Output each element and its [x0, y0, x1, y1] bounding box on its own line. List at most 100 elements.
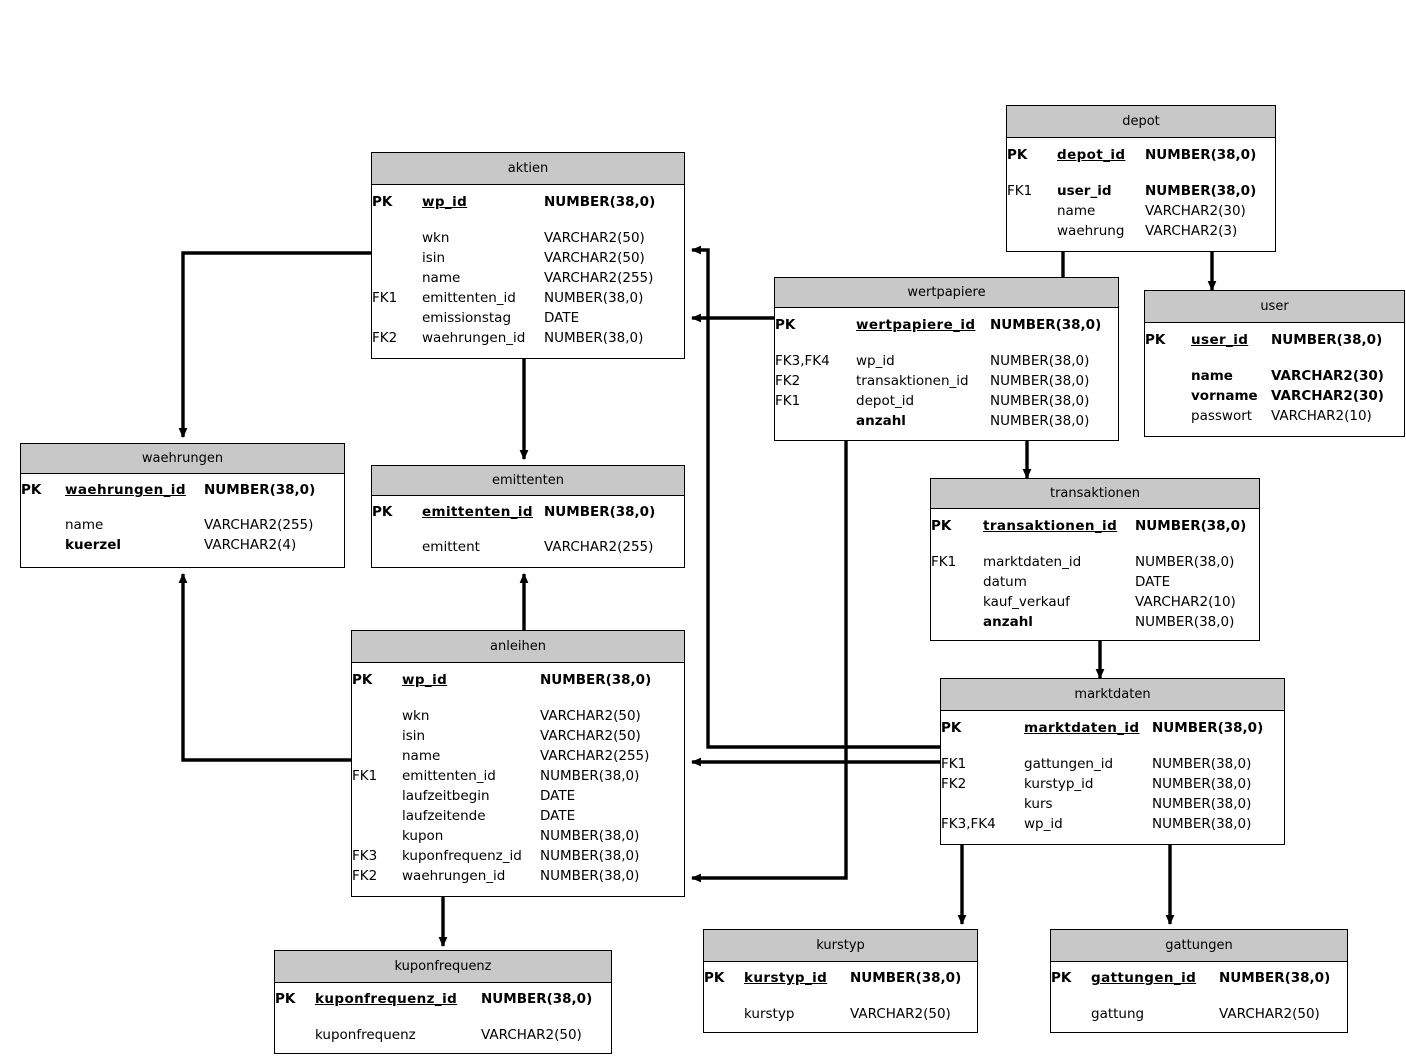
- attr-spacer: [704, 995, 977, 1004]
- attr-type: NUMBER(38,0): [1152, 796, 1252, 812]
- attr-key: [372, 537, 422, 557]
- attr-type: VARCHAR2(3): [1145, 223, 1238, 239]
- entity-wertpapiere[interactable]: wertpapiere PK wertpapiere_id NUMBER(38,…: [774, 277, 1119, 441]
- attr-spacer: [931, 543, 1259, 552]
- attr-type: VARCHAR2(30): [1271, 388, 1384, 404]
- attr-key: [1145, 406, 1191, 426]
- entity-transaktionen[interactable]: transaktionen PK transaktionen_id NUMBER…: [930, 478, 1260, 641]
- attr-key: [21, 535, 65, 555]
- attr-name: vorname: [1191, 388, 1258, 404]
- pk-key: PK: [372, 194, 393, 210]
- attr-key: FK1: [941, 756, 967, 772]
- attr-key: [21, 515, 65, 535]
- attr-key: FK1: [1007, 183, 1033, 199]
- pk-name: depot_id: [1057, 147, 1126, 163]
- attr-row: vorname VARCHAR2(30): [1145, 386, 1404, 406]
- attr-key: [352, 746, 402, 766]
- attr-key: FK2: [352, 868, 378, 884]
- entity-kurstyp[interactable]: kurstyp PK kurstyp_id NUMBER(38,0) kurst…: [703, 929, 978, 1033]
- entity-kuponfrequenz[interactable]: kuponfrequenz PK kuponfrequenz_id NUMBER…: [274, 950, 612, 1054]
- attr-name: kuponfrequenz: [315, 1027, 416, 1043]
- attr-type: NUMBER(38,0): [990, 393, 1090, 409]
- pk-row: PK wp_id NUMBER(38,0): [372, 185, 684, 219]
- attr-type: VARCHAR2(10): [1271, 408, 1372, 424]
- attr-key: [775, 411, 856, 431]
- attr-type: VARCHAR2(255): [544, 539, 654, 555]
- pk-name: user_id: [1191, 332, 1249, 348]
- attr-key: [931, 592, 983, 612]
- attr-key: [372, 248, 422, 268]
- attr-key: [931, 572, 983, 592]
- pk-name: transaktionen_id: [983, 518, 1118, 534]
- pk-name: waehrungen_id: [65, 482, 186, 498]
- link-aktien-waehrungen: [178, 251, 371, 438]
- pk-type: NUMBER(38,0): [850, 970, 962, 986]
- pk-row: PK wp_id NUMBER(38,0): [352, 663, 684, 697]
- attr-name: waehrungen_id: [422, 330, 526, 346]
- pk-row: PK user_id NUMBER(38,0): [1145, 323, 1404, 357]
- attr-key: FK2: [941, 776, 967, 792]
- attr-name: depot_id: [856, 393, 915, 409]
- attr-key: FK1: [931, 554, 957, 570]
- pk-type: NUMBER(38,0): [1219, 970, 1331, 986]
- pk-key: PK: [704, 970, 725, 986]
- entity-title: user: [1145, 291, 1404, 323]
- attr-type: VARCHAR2(50): [544, 250, 645, 266]
- pk-row: PK emittenten_id NUMBER(38,0): [372, 496, 684, 528]
- attr-name: wp_id: [1024, 816, 1063, 832]
- attr-name: name: [422, 270, 461, 286]
- attr-key: FK3,FK4: [941, 816, 996, 832]
- attr-name: kurs: [1024, 796, 1053, 812]
- attr-name: emittenten_id: [402, 768, 496, 784]
- pk-name: kuponfrequenz_id: [315, 991, 458, 1007]
- attr-key: FK1: [352, 768, 378, 784]
- entity-title: aktien: [372, 153, 684, 185]
- attr-name: wkn: [422, 230, 450, 246]
- entity-title: waehrungen: [21, 444, 344, 474]
- entity-marktdaten[interactable]: marktdaten PK marktdaten_id NUMBER(38,0)…: [940, 678, 1285, 845]
- attr-type: DATE: [1135, 574, 1171, 590]
- entity-waehrungen[interactable]: waehrungen PK waehrungen_id NUMBER(38,0)…: [20, 443, 345, 568]
- attr-type: VARCHAR2(50): [544, 230, 645, 246]
- pk-row: PK kurstyp_id NUMBER(38,0): [704, 962, 977, 995]
- link-wertpapiere-anleihen: [691, 441, 848, 883]
- pk-key: PK: [931, 518, 952, 534]
- attr-spacer: [275, 1016, 611, 1025]
- attr-type: VARCHAR2(30): [1271, 368, 1384, 384]
- attr-type: NUMBER(38,0): [540, 848, 640, 864]
- attr-type: VARCHAR2(255): [540, 748, 650, 764]
- entity-title: depot: [1007, 106, 1275, 138]
- pk-row: PK depot_id NUMBER(38,0): [1007, 138, 1275, 172]
- pk-name: wp_id: [422, 194, 468, 210]
- attr-name: emittent: [422, 539, 480, 555]
- attr-name: kuponfrequenz_id: [402, 848, 522, 864]
- attr-type: VARCHAR2(10): [1135, 594, 1236, 610]
- attr-key: FK2: [372, 330, 398, 346]
- attr-spacer: [21, 506, 344, 515]
- attr-key: [372, 268, 422, 288]
- attr-type: NUMBER(38,0): [1135, 554, 1235, 570]
- entity-gattungen[interactable]: gattungen PK gattungen_id NUMBER(38,0) g…: [1050, 929, 1348, 1033]
- attr-name: isin: [402, 728, 426, 744]
- attr-type: VARCHAR2(255): [204, 517, 314, 533]
- entity-emittenten[interactable]: emittenten PK emittenten_id NUMBER(38,0)…: [371, 465, 685, 568]
- attr-name: anzahl: [983, 614, 1033, 630]
